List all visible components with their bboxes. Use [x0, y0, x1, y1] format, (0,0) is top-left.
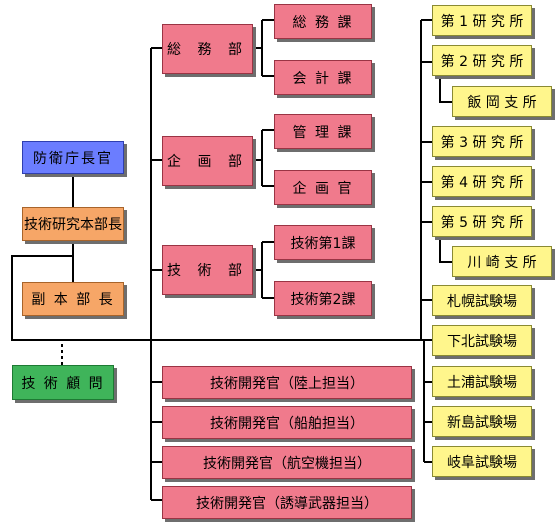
section-planning-officer: 企 画 官: [274, 170, 372, 205]
test-site-niijima: 新島試験場: [432, 406, 532, 437]
vice-chief-box: 副 本 部 長: [22, 282, 124, 316]
section-management: 管 理 課: [274, 114, 372, 149]
test-site-tsuchiura: 土浦試験場: [432, 366, 532, 397]
section-tech-1: 技術第1課: [274, 225, 372, 260]
test-site-sapporo: 札幌試験場: [432, 285, 532, 316]
technical-department: 技 術 部: [162, 245, 253, 295]
test-site-gifu: 岐阜試験場: [432, 446, 532, 477]
dev-officer-ground: 技術開発官（陸上担当）: [162, 366, 412, 399]
dev-officer-aircraft: 技術開発官（航空機担当）: [162, 446, 412, 479]
advisor-box: 技 術 顧 問: [12, 365, 114, 400]
institute-1: 第 1 研 究 所: [432, 5, 532, 36]
iioka-branch: 飯 岡 支 所: [452, 86, 552, 117]
test-site-shimokita: 下北試験場: [432, 325, 532, 356]
general-affairs-department: 総 務 部: [162, 24, 253, 74]
kawasaki-branch: 川 崎 支 所: [452, 246, 552, 277]
institute-2: 第 2 研 究 所: [432, 45, 532, 76]
institute-4: 第 4 研 究 所: [432, 166, 532, 197]
section-general-affairs: 総 務 課: [274, 4, 372, 39]
planning-department: 企 画 部: [162, 136, 253, 186]
dev-officer-ship: 技術開発官（船舶担当）: [162, 406, 412, 439]
section-accounting: 会 計 課: [274, 60, 372, 95]
institute-5: 第 5 研 究 所: [432, 206, 532, 237]
chief-box: 技術研究本部長: [22, 207, 124, 241]
institute-3: 第 3 研 究 所: [432, 126, 532, 157]
dev-officer-guided-weapons: 技術開発官（誘導武器担当）: [162, 486, 412, 519]
section-tech-2: 技術第2課: [274, 281, 372, 316]
director-box: 防衛庁長官: [22, 141, 124, 174]
